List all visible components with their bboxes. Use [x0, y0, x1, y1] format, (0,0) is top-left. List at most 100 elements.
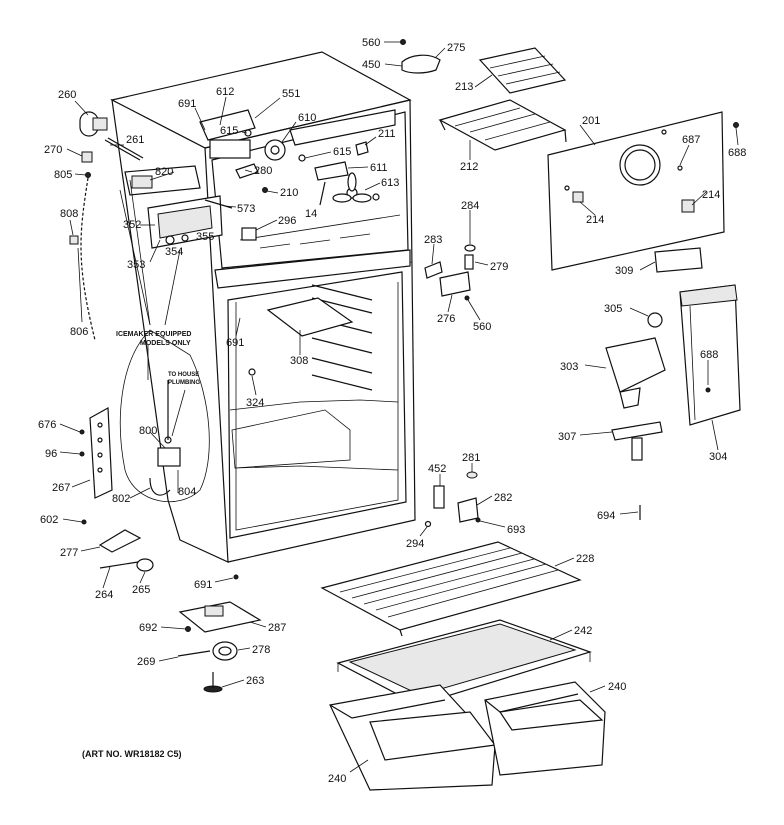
label-309: 309: [615, 265, 633, 277]
label-613: 613: [381, 177, 399, 189]
label-551: 551: [282, 88, 300, 100]
label-611: 611: [370, 162, 388, 174]
label-353: 353: [127, 259, 145, 271]
label-307: 307: [558, 431, 576, 443]
part-284: [464, 244, 476, 252]
label-805: 805: [54, 169, 72, 181]
label-261: 261: [126, 134, 144, 146]
label-279: 279: [490, 261, 508, 273]
label-692: 692: [139, 622, 157, 634]
label-688-right: 688: [700, 349, 718, 361]
art-number: (ART NO. WR18182 C5): [82, 749, 182, 759]
label-269: 269: [137, 656, 155, 668]
label-452: 452: [428, 463, 446, 475]
label-694: 694: [597, 510, 615, 522]
label-450: 450: [362, 59, 380, 71]
leader-lines: [59, 41, 739, 773]
label-201: 201: [582, 115, 600, 127]
label-282: 282: [494, 492, 512, 504]
label-352: 352: [123, 219, 141, 231]
part-282: [457, 497, 479, 523]
label-612: 612: [216, 86, 234, 98]
part-275: [401, 54, 441, 74]
label-265: 265: [132, 584, 150, 596]
label-296: 296: [278, 215, 296, 227]
label-324: 324: [246, 397, 264, 409]
part-324-clip: [248, 368, 256, 376]
label-691-top: 691: [178, 98, 196, 110]
label-214-right: 214: [702, 189, 720, 201]
part-283: [424, 261, 443, 279]
label-560-top: 560: [362, 37, 380, 49]
dispenser-304: [679, 284, 741, 426]
chute-303: [605, 337, 666, 409]
label-615-right: 615: [333, 146, 351, 158]
label-281: 281: [462, 452, 480, 464]
note-icemaker-line2: MODELS ONLY: [140, 340, 191, 347]
label-214-left: 214: [586, 214, 604, 226]
label-211: 211: [378, 128, 396, 140]
label-602: 602: [40, 514, 58, 526]
actuator-307: [611, 421, 663, 461]
label-276: 276: [437, 313, 455, 325]
label-691-bottom: 691: [194, 579, 212, 591]
label-688-top: 688: [728, 147, 746, 159]
label-691-mid: 691: [226, 337, 244, 349]
note-plumbing-line2: PLUMBING: [168, 380, 200, 386]
crisper-cover-242: [336, 619, 592, 716]
bracket-277: [98, 529, 142, 553]
label-573: 573: [237, 203, 255, 215]
label-242: 242: [574, 625, 592, 637]
label-687: 687: [682, 134, 700, 146]
label-305: 305: [604, 303, 622, 315]
label-294: 294: [406, 538, 424, 550]
label-676: 676: [38, 419, 56, 431]
refrigerator-cabinet: [110, 51, 416, 563]
roller-265: [136, 558, 154, 572]
label-278: 278: [252, 644, 270, 656]
part-281: [466, 471, 478, 479]
label-267: 267: [52, 482, 70, 494]
label-275: 275: [447, 42, 465, 54]
icemaker-assembly: [69, 109, 380, 341]
part-276: [439, 271, 471, 297]
label-284: 284: [461, 200, 479, 212]
label-304: 304: [709, 451, 727, 463]
leveler-263: [203, 672, 223, 693]
part-452: [433, 485, 445, 509]
label-802: 802: [112, 493, 130, 505]
label-283: 283: [424, 234, 442, 246]
label-264: 264: [95, 589, 113, 601]
label-560-mid: 560: [473, 321, 491, 333]
water-valve-plumbing: [149, 380, 181, 496]
label-309: [654, 247, 703, 273]
label-14: 14: [305, 208, 317, 220]
label-806: 806: [70, 326, 88, 338]
shelf-308: [266, 297, 354, 337]
label-240-left: 240: [328, 773, 346, 785]
label-693: 693: [507, 524, 525, 536]
note-icemaker-line1: ICEMAKER EQUIPPED: [116, 331, 191, 338]
wire-shelf-228: [320, 541, 582, 637]
label-354: 354: [165, 246, 183, 258]
label-212: 212: [460, 161, 478, 173]
label-800: 800: [139, 425, 157, 437]
label-280: 280: [254, 165, 272, 177]
icemaker-wire-loop: [119, 329, 210, 503]
crisper-drawer-right: [484, 681, 606, 776]
note-plumbing-line1: TO HOUSE: [168, 372, 199, 378]
label-240-right: 240: [608, 681, 626, 693]
part-279: [464, 254, 474, 270]
label-287: 287: [268, 622, 286, 634]
wheel-278: [212, 641, 238, 661]
label-308: 308: [290, 355, 308, 367]
label-820: 820: [155, 166, 173, 178]
label-277: 277: [60, 547, 78, 559]
label-96: 96: [45, 448, 57, 460]
label-808: 808: [60, 208, 78, 220]
back-panel-201: [547, 111, 725, 271]
label-263: 263: [246, 675, 264, 687]
diagram-notes: ICEMAKER EQUIPPED MODELS ONLY TO HOUSE P…: [82, 331, 200, 759]
knob-305: [647, 312, 663, 328]
